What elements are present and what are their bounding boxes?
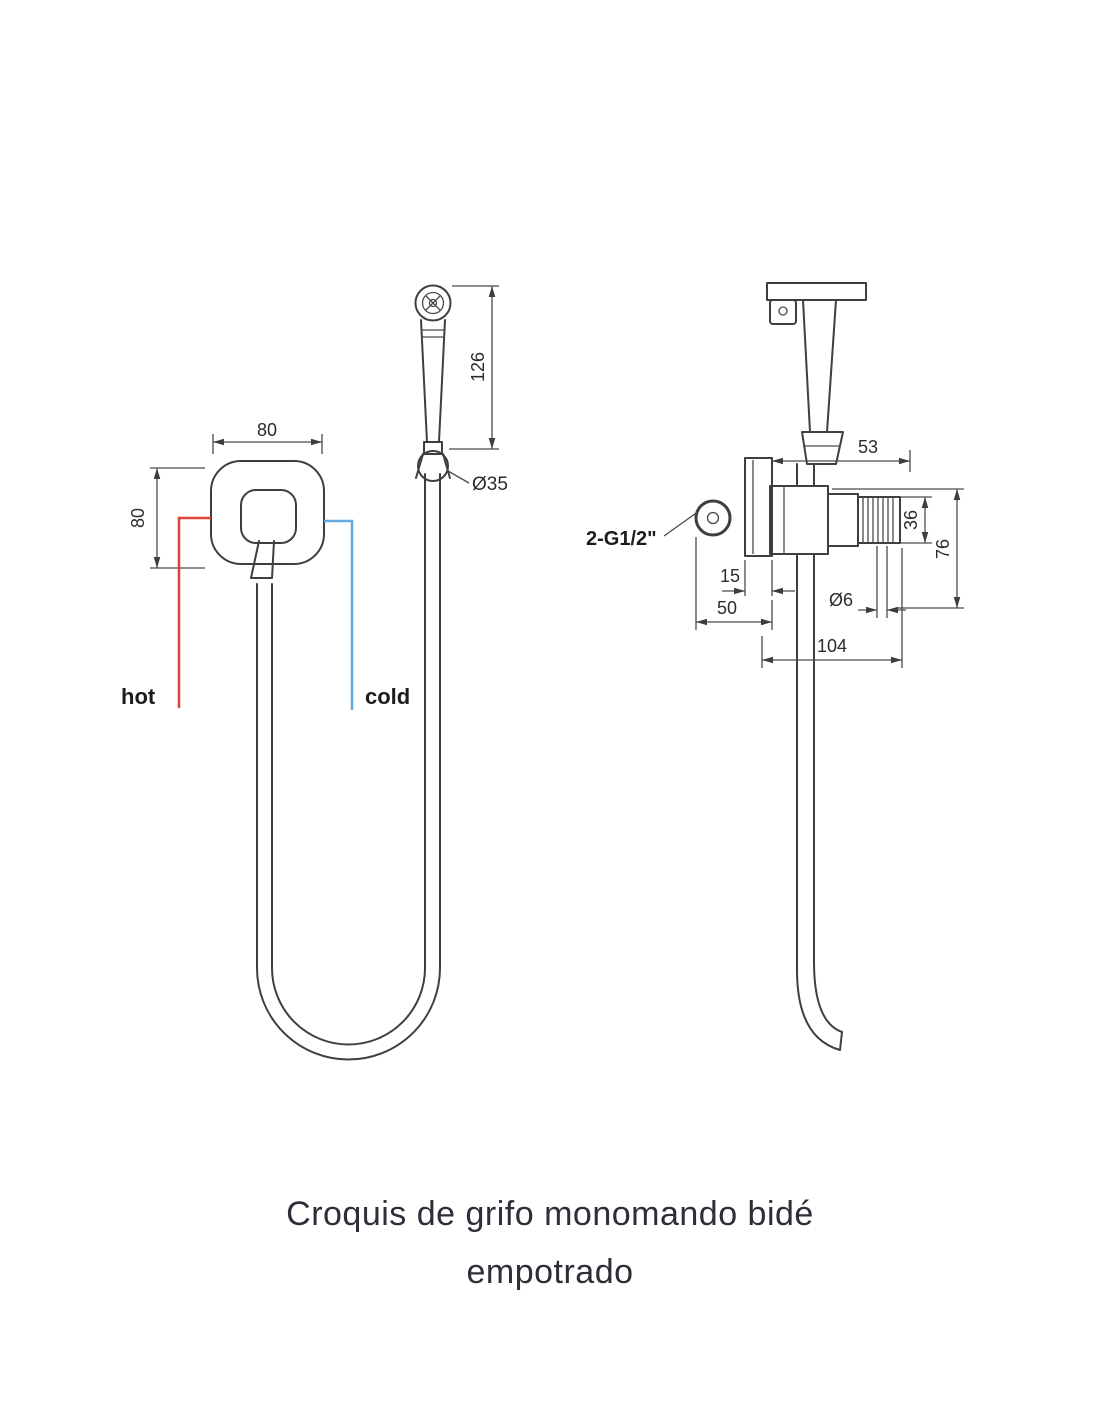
dim-53-label: 53 [858, 437, 878, 457]
inlet-port [694, 499, 732, 537]
sprayer-nozzle-side [769, 299, 797, 325]
hose-inner-line [271, 473, 426, 1046]
spout-outer [796, 553, 841, 1051]
dim-15-label: 15 [720, 566, 740, 586]
hot-label: hot [121, 684, 156, 709]
hose-outer-line [256, 473, 441, 1061]
leader-line [447, 470, 470, 484]
dim-height: 80 [128, 467, 205, 569]
thread-leader [663, 510, 700, 537]
sprayer-face [421, 291, 445, 315]
caption-line-2: empotrado [466, 1252, 634, 1291]
thread-hatch [862, 497, 894, 543]
sprayer-collar [421, 329, 445, 338]
dim-width-label: 80 [257, 420, 277, 440]
dim-width: 80 [212, 420, 323, 454]
dim-50-label: 50 [717, 598, 737, 618]
extension-lines [832, 488, 964, 609]
wall-flange [744, 457, 773, 557]
inlet-center [706, 511, 720, 525]
spout-inner [813, 553, 843, 1033]
caption-line-1: Croquis de grifo monomando bidé [286, 1195, 814, 1233]
dim-15: 15 [720, 560, 795, 596]
side-view: 53 2-G1/2" 15 50 [586, 282, 964, 1051]
caption: Croquis de grifo monomando bidé empotrad… [0, 1186, 1100, 1302]
sprayer-body-side [802, 299, 837, 433]
sprayer-nut [423, 441, 443, 455]
sprayer-head [414, 284, 452, 322]
nozzle-outlet [778, 306, 788, 316]
dim-d6-label: Ø6 [829, 590, 853, 610]
dim-hole: Ø6 [829, 546, 906, 618]
dim-76: 76 [832, 488, 964, 609]
sprayer-nozzle [428, 298, 438, 308]
dim-76-label: 76 [933, 539, 953, 559]
thread-label: 2-G1/2" [586, 528, 657, 550]
sprayer-head-side [766, 282, 867, 301]
cold-supply-line [324, 519, 354, 710]
cold-label: cold [365, 684, 410, 709]
holder-side [801, 431, 844, 465]
sprayer-front-view: 126 Ø35 [414, 284, 508, 495]
wall-plate [210, 460, 325, 565]
sprayer-face-hatch [425, 295, 441, 311]
dim-height-label: 80 [128, 508, 148, 528]
handle-lever [250, 540, 275, 579]
dim-36: 36 [901, 496, 932, 544]
riser-tube [796, 463, 815, 487]
holder-ring [417, 450, 449, 482]
dim-sprayer-length: 126 [449, 285, 499, 450]
dim-50: 50 [695, 537, 773, 630]
hot-supply-line [177, 516, 211, 708]
dim-holder-diameter: Ø35 [447, 470, 508, 495]
extension-lines [744, 560, 773, 596]
dim-126-label: 126 [468, 352, 488, 382]
spout-tip [839, 1031, 843, 1051]
valve-cylinder [827, 493, 859, 547]
front-view: 80 80 hot cold [121, 420, 441, 1061]
dim-36-label: 36 [901, 510, 921, 530]
handle [240, 489, 297, 544]
dim-53: 53 [772, 437, 911, 472]
dim-d35-label: Ø35 [472, 474, 508, 495]
extension-lines [695, 537, 773, 630]
sprayer-body [420, 319, 446, 443]
dim-104-label: 104 [817, 636, 847, 656]
dim-104: 104 [761, 548, 903, 668]
valve-block [769, 485, 829, 555]
thread-section [857, 496, 901, 544]
extension-lines [876, 546, 888, 618]
holder-cone [415, 453, 451, 479]
